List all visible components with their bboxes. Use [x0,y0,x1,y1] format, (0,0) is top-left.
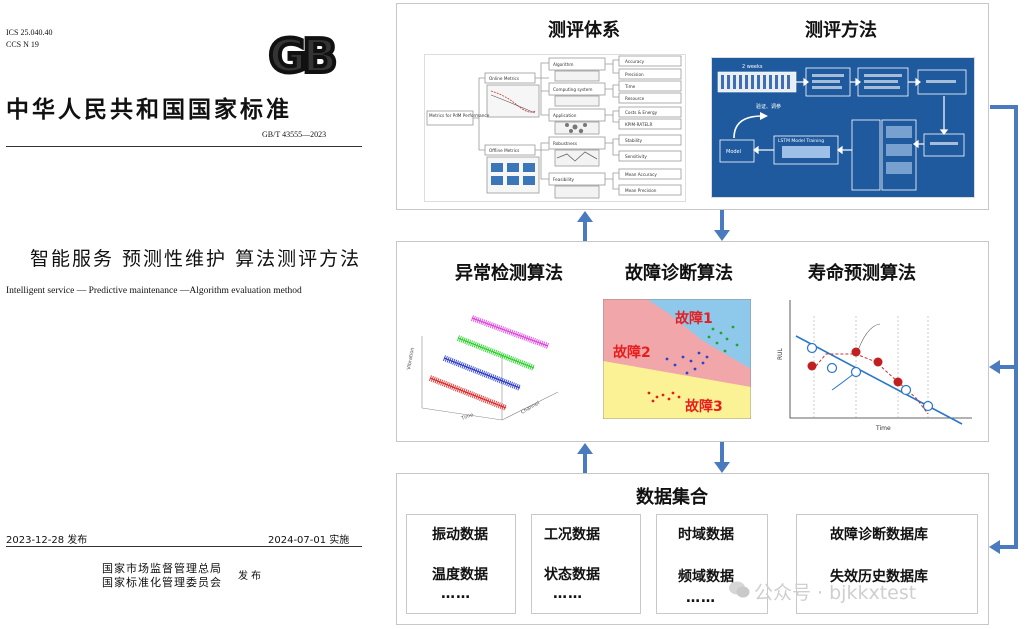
arrow-down-mid-right [714,442,730,473]
method-label-weeks: 2 weeks [742,64,763,70]
fault-diagnosis-title: 故障诊断算法 [625,263,733,284]
dataset-item: 状态数据 [544,567,600,583]
issuer-2: 国家标准化管理委员会 [102,576,222,589]
standard-title: 中华人民共和国国家标准 [6,96,292,123]
dataset-more: …… [686,590,716,606]
issuer-1: 国家市场监督管理总局 [102,562,222,575]
metrics-leaf-6: Stability [625,138,643,143]
metrics-leaf-7: Sensitivity [625,154,647,159]
standard-cover: ICS 25.040.40 CCS N 19 GB GB 中华人民共和国国家标准… [0,0,378,629]
dataset-more: …… [553,586,583,602]
document-title-en: Intelligent service — Predictive mainten… [6,286,302,296]
implement-date: 2024-07-01 实施 [268,535,350,546]
metrics-group-1: Computing system [553,87,592,92]
issue-word: 发布 [238,571,264,582]
dataset-group-1 [406,514,516,614]
method-label-lstm: LSTM Model Training [778,138,824,144]
fault-1-label: 故障1 [675,310,713,327]
method-flow-figure: 2 weeks 验证、调参 Model LSTM Model Training [711,57,975,198]
metrics-leaf-9: Mean Precision [625,188,657,193]
method-label-tune: 验证、调参 [756,103,781,110]
metrics-leaf-0: Accuracy [625,59,645,64]
evaluation-system-title: 测评体系 [548,20,620,41]
evaluation-method-title: 测评方法 [805,20,877,41]
metrics-group-0: Algorithm [553,62,574,67]
metrics-leaf-8: Mean Accuracy [625,172,657,177]
dataset-group-4 [796,514,978,614]
standard-number: GB/T 43555—2023 [262,130,327,139]
dataset-item: 温度数据 [432,567,488,583]
fault-2-label: 故障2 [613,344,651,361]
metrics-tree-figure: Metrics for PdM Performance Online Metri… [424,54,686,202]
svg-text:Vibration: Vibration [406,347,416,370]
metrics-offline-label: Offline Metrics [489,148,519,153]
life-prediction-title: 寿命预测算法 [808,263,916,284]
anomaly-detection-title: 异常检测算法 [455,263,563,284]
metrics-leaf-4: Costs & Energy [625,110,658,115]
gb-logo-text: GB [269,30,335,80]
divider-top [6,146,362,147]
rul-axis-x: Time [875,425,891,432]
dataset-item: 时域数据 [678,527,734,543]
ccs-code: CCS N 19 [6,40,39,49]
rul-axis-y: RUL [777,347,784,360]
dataset-item: 故障诊断数据库 [830,527,928,543]
rul-prediction-figure: RUL Time [777,300,972,432]
metrics-group-2: Application [553,113,577,118]
metrics-group-3: Robustness [553,141,577,146]
metrics-leaf-2: Time [624,84,636,89]
metrics-leaf-1: Precision [625,72,644,77]
ics-code: ICS 25.040.40 [6,28,53,37]
method-label-model: Model [726,149,741,155]
arrow-up-top-left [577,211,593,242]
fault-3-label: 故障3 [685,398,723,415]
dataset-item: 频域数据 [678,569,734,585]
svg-text:Time: Time [460,412,475,422]
dataset-item: 振动数据 [432,527,488,543]
dataset-title: 数据集合 [636,487,708,508]
fault-classification-figure: 故障1 故障2 故障3 [603,299,751,419]
feedback-connector [989,105,1018,554]
divider-bottom [6,546,362,547]
watermark: 公众号 · bjkkxtest [754,582,917,604]
metrics-leaf-5: KPIM-RATELR [625,122,652,127]
publish-date: 2023-12-28 发布 [6,535,88,546]
metrics-root-label: Metrics for PdM Performance [429,113,490,118]
gb-logo: GB GB [267,30,341,80]
dataset-group-2 [531,514,641,614]
arrow-down-top-right [714,210,730,241]
wechat-icon [729,581,750,598]
metrics-leaf-3: Resource [625,96,645,101]
document-title-cn: 智能服务 预测性维护 算法测评方法 [30,248,362,270]
metrics-group-4: Feasibility [553,177,574,182]
arrow-up-mid-left [577,443,593,474]
dataset-item: 失效历史数据库 [830,569,928,585]
anomaly-waves-figure: Vibration Time Channel [406,315,559,422]
gb-logo-fill: GB [269,30,335,80]
dataset-group-3 [656,514,768,614]
svg-text:Channel: Channel [520,400,541,415]
dataset-item: 工况数据 [544,527,600,543]
dataset-more: …… [441,586,471,602]
metrics-online-label: Online Metrics [489,76,519,81]
